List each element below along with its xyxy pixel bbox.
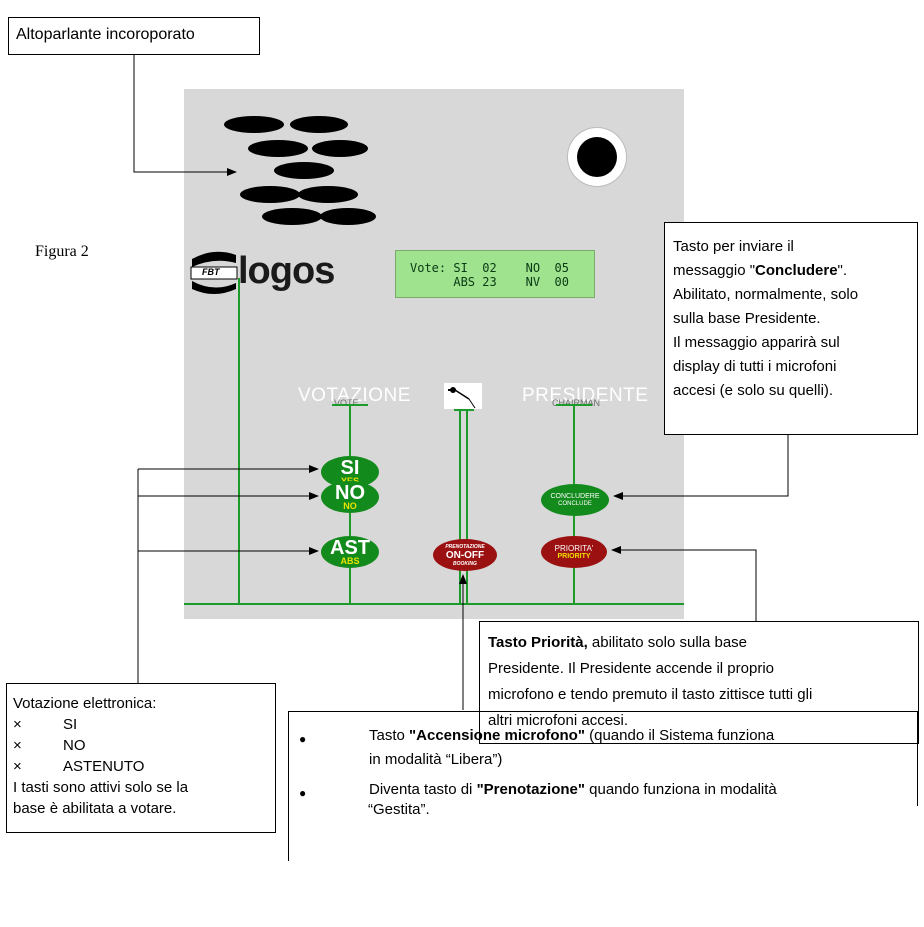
mic-callout: ● Tasto "Accensione microfono" (quando i… [288,711,918,806]
fbt-logo: FBT [188,249,240,297]
vote-option: ×SI [13,716,78,733]
ast-abs-button[interactable]: AST ABS [321,536,379,568]
no-button[interactable]: NO NO [321,481,379,513]
microphone-icon [444,383,482,409]
votazione-callout: Votazione elettronica: ×SI ×NO ×ASTENUTO… [6,683,276,833]
booking-on-off-button[interactable]: PRENOTAZIONE ON-OFF BOOKING [433,539,497,571]
votazione-label: VOTAZIONE [298,385,411,406]
speaker-hole [240,186,300,203]
speaker-hole [290,116,348,133]
speaker-hole [298,186,358,203]
microphone-socket [568,128,626,186]
chairman-sublabel: CHAIRMAN [552,398,601,408]
speaker-hole [312,140,368,157]
lcd-line-1: Vote: SI 02 NO 05 [410,261,569,275]
lcd-line-2: ABS 23 NV 00 [410,275,569,289]
priorita-button[interactable]: PRIORITA' PRIORITY [541,536,607,568]
concludere-button[interactable]: CONCLUDERE CONCLUDE [541,484,609,516]
concludere-callout: Tasto per inviare il messaggio "Conclude… [664,222,918,435]
speaker-hole [248,140,308,157]
si-yes-button[interactable]: SI YES [321,456,379,488]
speaker-label-box: Altoparlante incoroporato [8,17,260,55]
speaker-label: Altoparlante incoroporato [16,26,195,43]
figure-label: Figura 2 [35,243,89,260]
speaker-hole [262,208,322,225]
lcd-display: Vote: SI 02 NO 05 ABS 23 NV 00 [395,250,595,298]
speaker-hole [320,208,376,225]
mic-callout-left-edge [288,806,289,861]
logos-wordmark: logos [238,250,335,292]
vote-sublabel: VOTE [334,398,359,408]
presidente-label: PRESIDENTE [522,385,649,406]
speaker-hole [224,116,284,133]
vote-option: ×ASTENUTO [13,758,145,775]
priorita-callout: Tasto Priorità, abilitato solo sulla bas… [479,621,919,744]
vote-option: ×NO [13,737,86,754]
speaker-hole [274,162,334,179]
